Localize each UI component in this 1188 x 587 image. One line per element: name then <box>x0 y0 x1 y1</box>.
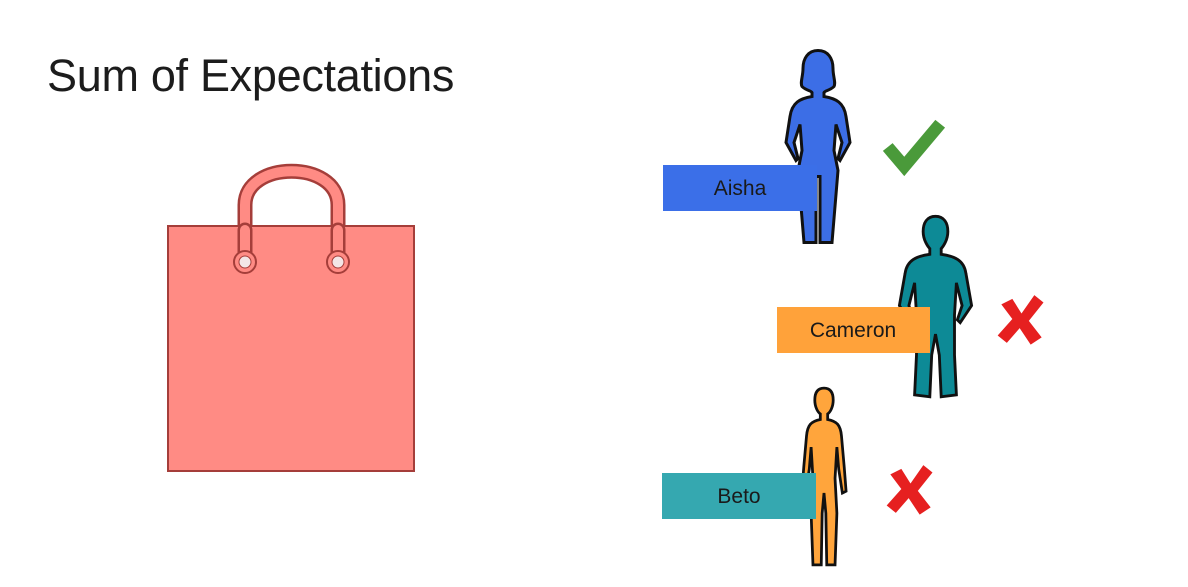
person-name-beto: Beto <box>717 485 760 508</box>
person-cameron: Cameron <box>777 214 1044 399</box>
person-name-cameron: Cameron <box>810 319 896 342</box>
person-name-aisha: Aisha <box>714 177 767 200</box>
cross-icon <box>886 465 933 515</box>
slide-title: Sum of Expectations <box>47 50 455 101</box>
label-box-beto <box>662 473 816 519</box>
person-beto: Beto <box>662 386 933 567</box>
cross-icon <box>997 295 1044 345</box>
check-icon <box>882 119 946 177</box>
label-box-aisha <box>663 165 817 211</box>
person-aisha: Aisha <box>663 48 946 245</box>
label-box-cameron <box>777 307 930 353</box>
shopping-bag-icon <box>167 163 415 472</box>
